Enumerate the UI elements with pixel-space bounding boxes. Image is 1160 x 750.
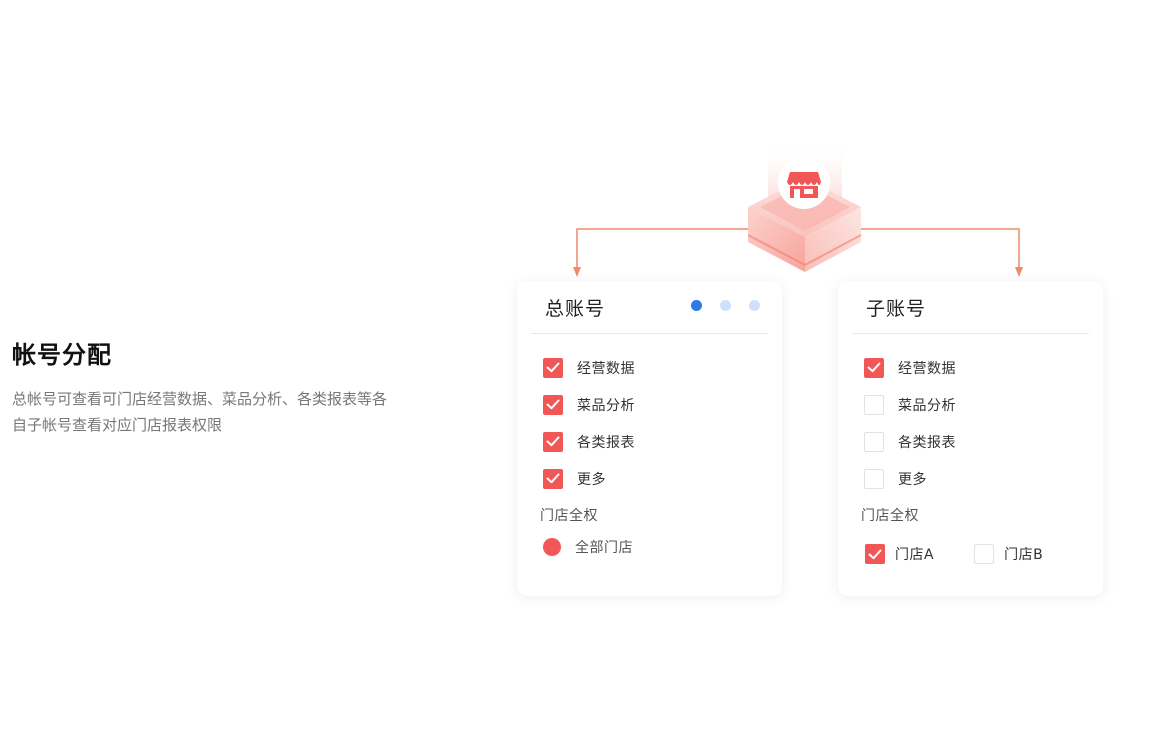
- main-account-title: 总账号: [545, 298, 606, 320]
- sub-account-card: 子账号 经营数据 菜品分析 各类报表 更多 门店全权: [838, 281, 1103, 596]
- permission-label: 经营数据: [898, 360, 956, 377]
- permission-item[interactable]: 经营数据: [543, 349, 635, 386]
- store-icon: [778, 157, 830, 209]
- card-divider: [531, 333, 768, 334]
- checkbox-checked[interactable]: [543, 394, 563, 415]
- permission-label: 菜品分析: [577, 397, 635, 414]
- store-label: 门店B: [1004, 547, 1044, 563]
- store-option-all[interactable]: 全部门店: [543, 537, 633, 557]
- checkmark-icon: [546, 436, 560, 447]
- permission-item[interactable]: 更多: [864, 460, 956, 497]
- intro-section: 帐号分配 总帐号可查看可门店经营数据、菜品分析、各类报表等各自子帐号查看对应门店…: [12, 338, 412, 438]
- checkbox-unchecked[interactable]: [864, 394, 884, 415]
- radio-selected[interactable]: [543, 538, 561, 556]
- store-option-label: 全部门店: [575, 540, 633, 556]
- checkbox-checked[interactable]: [543, 357, 563, 378]
- permission-label: 各类报表: [898, 434, 956, 451]
- checkbox-unchecked[interactable]: [974, 544, 995, 564]
- section-description: 总帐号可查看可门店经营数据、菜品分析、各类报表等各自子帐号查看对应门店报表权限: [12, 390, 388, 434]
- permission-item[interactable]: 菜品分析: [864, 386, 956, 423]
- main-permission-list: 经营数据 菜品分析 各类报表 更多: [543, 349, 635, 497]
- main-account-card: 总账号 经营数据 菜品分析: [517, 281, 782, 596]
- permission-item[interactable]: 各类报表: [543, 423, 635, 460]
- checkmark-icon: [546, 362, 560, 373]
- store-option-b[interactable]: 门店B: [974, 544, 1043, 564]
- checkbox-checked[interactable]: [543, 431, 563, 452]
- permission-label: 更多: [577, 471, 606, 488]
- carousel-dot[interactable]: [749, 300, 760, 311]
- store-section-label: 门店全权: [861, 508, 919, 524]
- permission-item[interactable]: 更多: [543, 460, 635, 497]
- store-label: 门店A: [895, 547, 935, 563]
- permission-item[interactable]: 菜品分析: [543, 386, 635, 423]
- checkbox-unchecked[interactable]: [864, 468, 884, 489]
- connector-lines: [573, 228, 1023, 277]
- checkbox-unchecked[interactable]: [864, 431, 884, 452]
- permission-label: 各类报表: [577, 434, 635, 451]
- carousel-dot-active[interactable]: [691, 300, 702, 311]
- permission-item[interactable]: 经营数据: [864, 349, 956, 386]
- permission-item[interactable]: 各类报表: [864, 423, 956, 460]
- store-options: 门店A 门店B: [865, 544, 1083, 564]
- sub-permission-list: 经营数据 菜品分析 各类报表 更多: [864, 349, 956, 497]
- store-section-label: 门店全权: [540, 508, 598, 524]
- card-divider: [852, 333, 1089, 334]
- checkmark-icon: [868, 549, 882, 559]
- carousel-dots: [691, 300, 760, 311]
- permission-label: 经营数据: [577, 360, 635, 377]
- hub-connector: [573, 140, 1023, 277]
- checkmark-icon: [546, 473, 560, 484]
- checkbox-checked[interactable]: [864, 357, 884, 378]
- permission-label: 菜品分析: [898, 397, 956, 414]
- checkbox-checked[interactable]: [543, 468, 563, 489]
- sub-account-title: 子账号: [866, 298, 927, 320]
- checkmark-icon: [546, 399, 560, 410]
- store-option-a[interactable]: 门店A: [865, 544, 934, 564]
- checkbox-checked[interactable]: [865, 544, 885, 564]
- checkmark-icon: [867, 362, 881, 373]
- carousel-dot[interactable]: [720, 300, 731, 311]
- permission-label: 更多: [898, 471, 927, 488]
- section-title: 帐号分配: [12, 341, 112, 369]
